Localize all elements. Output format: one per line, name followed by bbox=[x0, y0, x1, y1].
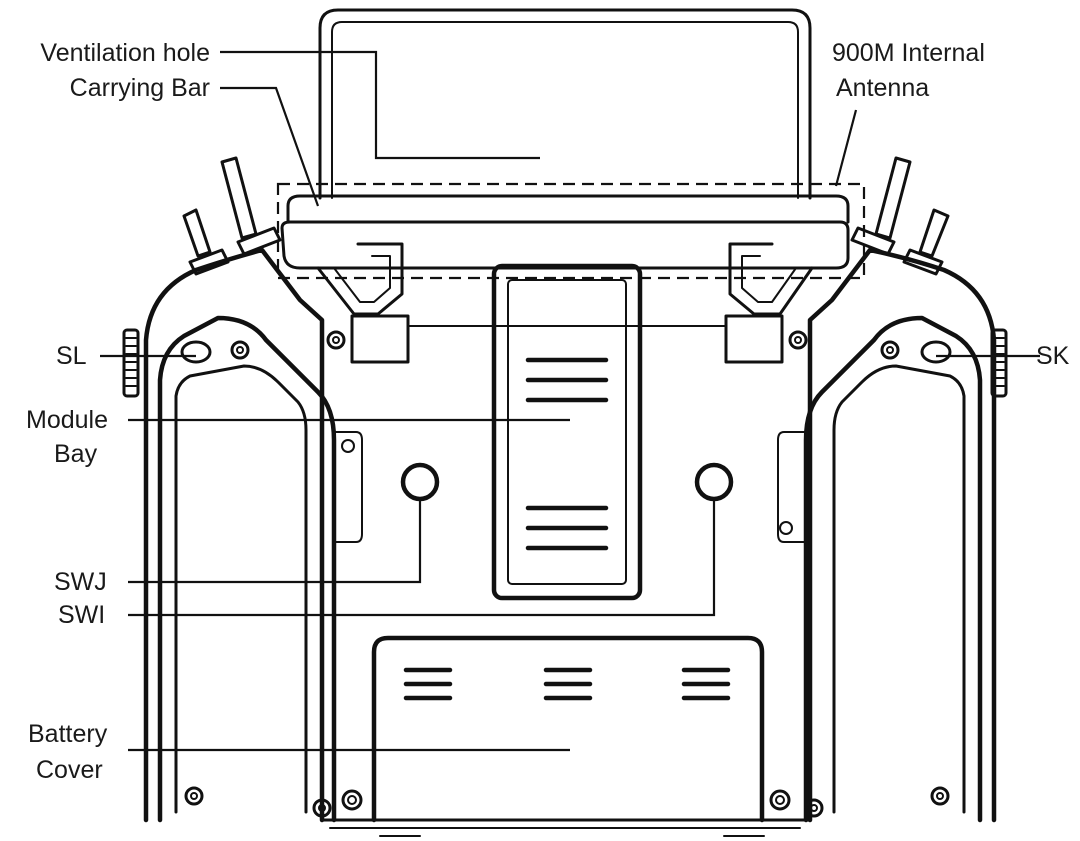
swj-button bbox=[400, 462, 440, 502]
leader-lines bbox=[100, 50, 1040, 752]
screws bbox=[184, 330, 950, 818]
transmitter-body bbox=[143, 247, 997, 837]
leader-carrying-bar bbox=[220, 86, 320, 207]
label-ventilation-hole: Ventilation hole bbox=[40, 39, 210, 67]
leader-ventilation-hole bbox=[220, 50, 540, 160]
label-antenna-line2: Antenna bbox=[836, 74, 930, 102]
module-bay bbox=[491, 263, 643, 601]
label-battery-cover-line2: Cover bbox=[36, 756, 103, 784]
label-module-bay-line1: Module bbox=[26, 406, 108, 434]
sk-slider-knob bbox=[920, 328, 1008, 398]
ventilation-hole-frame bbox=[318, 8, 812, 200]
leader-swj bbox=[128, 500, 422, 584]
leader-swi bbox=[128, 500, 716, 617]
top-switches bbox=[182, 156, 950, 276]
label-carrying-bar: Carrying Bar bbox=[69, 74, 210, 102]
label-sk: SK bbox=[1036, 342, 1070, 370]
label-module-bay-line2: Bay bbox=[54, 440, 98, 468]
label-sl: SL bbox=[56, 342, 87, 370]
label-swj: SWJ bbox=[54, 568, 107, 596]
label-battery-cover-line1: Battery bbox=[28, 720, 108, 748]
leader-antenna bbox=[834, 109, 858, 187]
label-antenna-line1: 900M Internal bbox=[832, 39, 985, 67]
carrying-bar bbox=[280, 194, 850, 364]
sl-slider-knob bbox=[122, 328, 212, 398]
battery-cover bbox=[371, 635, 765, 823]
swi-button bbox=[694, 462, 734, 502]
label-swi: SWI bbox=[58, 601, 106, 629]
